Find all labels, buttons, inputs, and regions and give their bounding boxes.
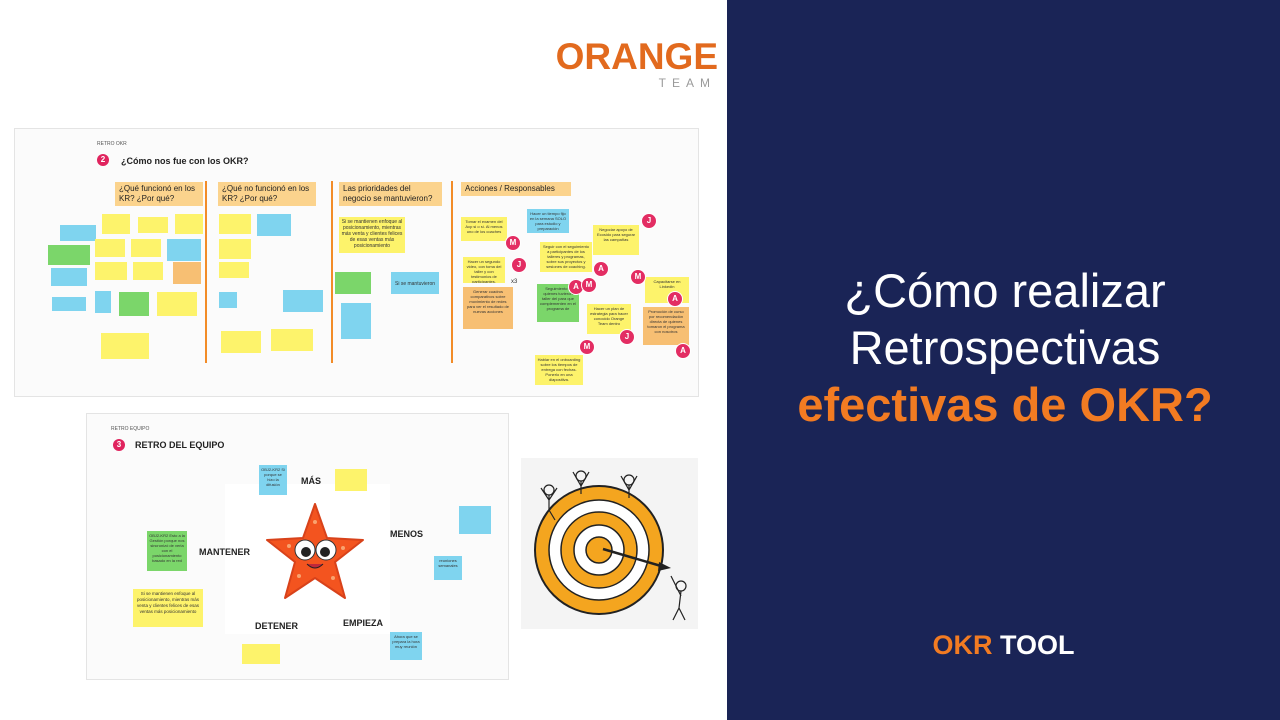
quadrant-empieza: EMPIEZA — [343, 618, 384, 628]
okr-tool-part2: TOOL — [1000, 630, 1075, 660]
sticky-note — [51, 268, 87, 286]
sticky-note — [341, 303, 371, 339]
sticky-note — [60, 225, 96, 241]
sticky-note: OBJ2-KR2 Esto a la Gestión porque nos si… — [147, 531, 187, 571]
sticky-note — [52, 297, 86, 311]
sticky-note — [95, 262, 127, 280]
sticky-note: OBJ2-KR2 Si porque se hizo la difusión — [259, 465, 287, 495]
sticky-note: Seguir con el seguimiento a participante… — [540, 242, 592, 272]
sticky-note — [133, 262, 163, 280]
team-step-badge: 3 — [113, 439, 125, 451]
sticky-note — [219, 214, 251, 234]
okr-tool-wordmark: OKR TOOL — [727, 630, 1280, 661]
sticky-note — [48, 245, 90, 265]
sticky-note — [102, 214, 130, 234]
user-avatar: J — [511, 257, 527, 273]
user-avatar: J — [619, 329, 635, 345]
sticky-note: Hacer un segundo video, con toma del tal… — [463, 257, 505, 283]
sticky-note: Si se mantienen enfoque al posicionamien… — [133, 589, 203, 627]
column-divider — [205, 181, 207, 363]
quadrant-menos: MENOS — [390, 529, 424, 539]
sticky-note — [221, 331, 261, 353]
headline-line-3: efectivas de OKR? — [797, 378, 1213, 431]
sticky-note — [157, 292, 197, 316]
okr-board-title: ¿Cómo nos fue con los OKR? — [121, 156, 249, 166]
quadrant-detener: DETENER — [255, 621, 299, 631]
user-avatar: A — [667, 291, 683, 307]
column-header: Acciones / Responsables — [461, 182, 571, 196]
sticky-note — [335, 469, 367, 491]
sticky-note — [257, 214, 291, 236]
user-avatar: A — [675, 343, 691, 359]
headline-line-2: Retrospectivas — [849, 321, 1161, 374]
sticky-note — [101, 333, 149, 359]
column-divider — [451, 181, 453, 363]
brand-logo: ORANGE TEAM — [548, 36, 718, 91]
sticky-note — [138, 217, 168, 233]
sticky-note — [119, 292, 149, 316]
okr-board-tag: RETRO OKR — [97, 141, 127, 147]
sticky-note — [242, 644, 280, 664]
sticky-note — [335, 272, 371, 294]
okr-board: RETRO OKR 2 ¿Cómo nos fue con los OKR? ¿… — [14, 128, 699, 397]
team-board: RETRO EQUIPO 3 RETRO DEL EQUIPO MÁS MANT… — [86, 413, 509, 680]
sticky-note — [219, 262, 249, 278]
brand-name: ORANGE — [555, 36, 718, 77]
sticky-note — [95, 291, 111, 313]
headline-line-1: ¿Cómo realizar — [844, 264, 1166, 317]
user-avatar: M — [505, 235, 521, 251]
sticky-note: Generar cuadros comparativos sobre movim… — [463, 287, 513, 329]
sticky-note — [219, 239, 251, 259]
user-avatar: M — [581, 277, 597, 293]
sticky-note: reuniones semanales — [434, 556, 462, 580]
column-divider — [331, 181, 333, 363]
team-board-tag: RETRO EQUIPO — [111, 426, 150, 432]
sticky-note — [283, 290, 323, 312]
user-avatar: J — [641, 213, 657, 229]
user-avatar: M — [630, 269, 646, 285]
starfish-icon — [266, 503, 364, 599]
sticky-note — [131, 239, 161, 257]
sticky-note: Si se mantienen enfoque al posicionamien… — [339, 217, 405, 253]
column-header: ¿Qué no funcionó en los KR? ¿Por qué? — [218, 182, 316, 206]
sticky-note — [271, 329, 313, 351]
quadrant-mas: MÁS — [301, 476, 321, 486]
column-header: Las prioridades del negocio se mantuvier… — [339, 182, 442, 206]
quadrant-mantener: MANTENER — [199, 547, 250, 557]
sticky-note — [219, 292, 237, 308]
left-panel: ORANGE TEAM RETRO OKR 2 ¿Cómo nos fue co… — [14, 36, 718, 680]
sticky-note: Promoción de curso por recomendación dir… — [643, 307, 689, 345]
sticky-note: Hacer un plan de estrategia para hacer c… — [587, 304, 631, 334]
sticky-note: Hacer un tiempo fijo en la semana SOLO p… — [527, 209, 569, 233]
sticky-note — [175, 214, 203, 234]
right-panel — [727, 0, 1280, 720]
sticky-note — [459, 506, 491, 534]
sticky-note: Tomar el examen del Acp si o sí. Al meno… — [461, 217, 507, 241]
headline: ¿Cómo realizar Retrospectivas efectivas … — [760, 262, 1250, 433]
target-illustration — [521, 458, 698, 629]
user-avatar: A — [593, 261, 609, 277]
sticky-note — [167, 239, 201, 261]
sticky-note — [173, 262, 201, 284]
sticky-note: Si se mantuvieron — [391, 272, 439, 294]
team-board-title: RETRO DEL EQUIPO — [135, 440, 225, 450]
column-header: ¿Qué funcionó en los KR? ¿Por qué? — [115, 182, 203, 206]
brand-sub: TEAM — [658, 76, 716, 90]
target-icon — [534, 470, 687, 621]
sticky-note: Negociar apoyo de Ecosido para segurar l… — [593, 225, 639, 255]
sticky-note: Ahora que se prepara la hora muy reunión — [390, 632, 422, 660]
sticky-note: Hablar en el onboarding sobre los tiempo… — [535, 355, 583, 385]
sticky-note — [95, 239, 125, 257]
okr-tool-part1: OKR — [932, 630, 993, 660]
okr-step-badge: 2 — [97, 154, 109, 166]
vote-count: x3 — [511, 279, 518, 285]
user-avatar: M — [579, 339, 595, 355]
